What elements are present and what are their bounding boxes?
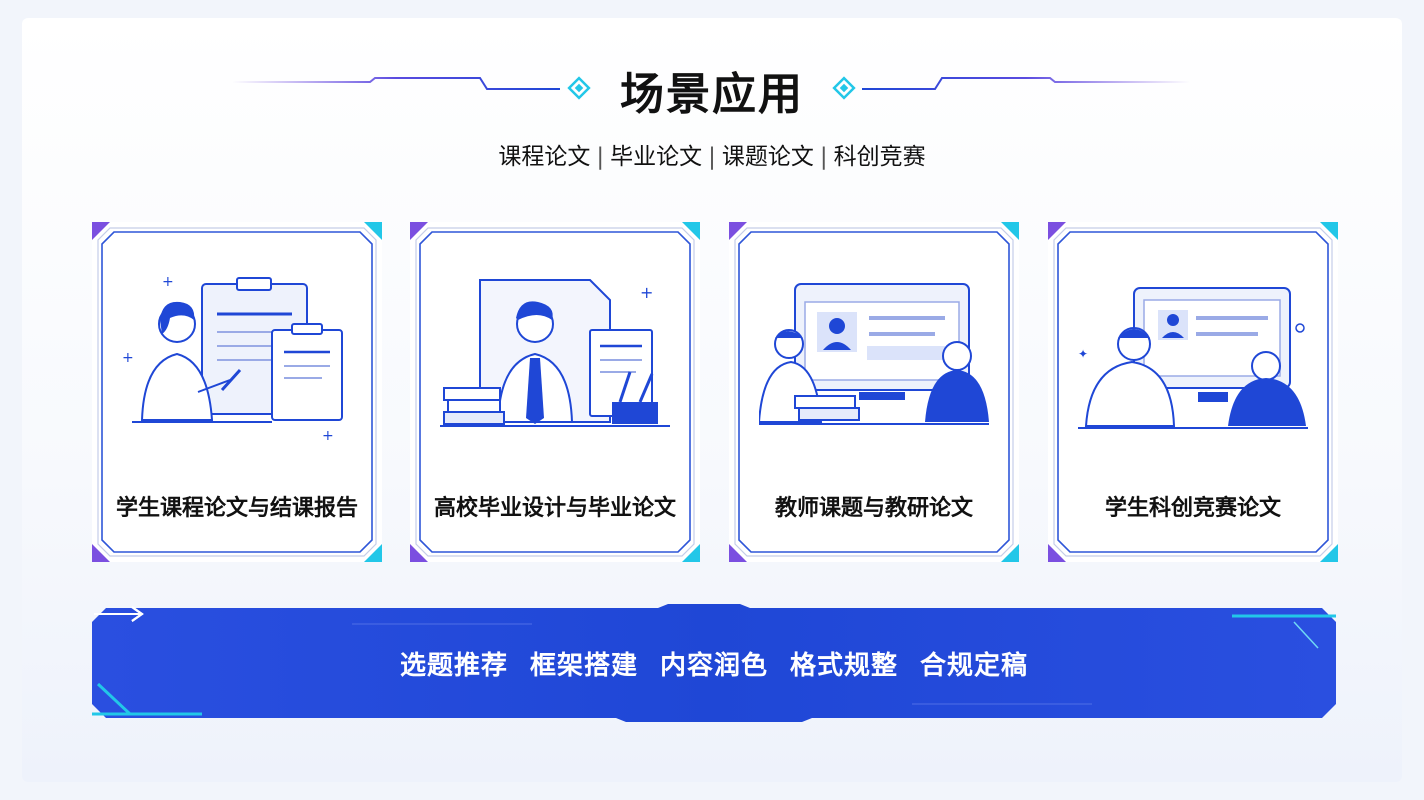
step-framework-building: 框架搭建 — [529, 650, 638, 681]
process-steps: 选题推荐 框架搭建 内容润色 格式规整 合规定稿 — [92, 604, 1336, 722]
student-writing-illustration: + + + — [122, 274, 343, 444]
graduate-document-illustration: + — [440, 279, 670, 427]
subtitle-categories: 课程论文|毕业论文|课题论文|科创竞赛 — [0, 137, 1424, 171]
svg-text:✦: ✦ — [1078, 347, 1088, 361]
scenario-card-competition-paper[interactable]: ✦ 学生科创竞赛论文 — [1048, 222, 1338, 562]
long-arrow-right-icon — [94, 606, 144, 622]
subtitle-separator: | — [819, 144, 828, 170]
subtitle-item-graduation: 毕业论文 — [610, 144, 703, 170]
subtitle-item-project: 课题论文 — [721, 144, 814, 170]
svg-text:+: + — [122, 350, 134, 366]
scenario-card-course-paper[interactable]: + + + 学生课程论文与结课报告 — [92, 222, 382, 562]
card-label: 教师课题与教研论文 — [774, 496, 973, 521]
svg-text:+: + — [322, 428, 334, 444]
subtitle-separator: | — [596, 144, 605, 170]
page-title: 场景应用 — [620, 69, 804, 120]
step-topic-recommendation: 选题推荐 — [399, 650, 508, 681]
card-label: 学生课程论文与结课报告 — [115, 496, 358, 521]
band-background — [92, 604, 1336, 722]
scenario-card-teacher-research[interactable]: 教师课题与教研论文 — [729, 222, 1019, 562]
subtitle-item-course: 课程论文 — [498, 144, 591, 170]
card-label: 高校毕业设计与毕业论文 — [433, 496, 676, 521]
student-competition-illustration: ✦ — [1078, 287, 1308, 429]
teacher-meeting-illustration — [759, 283, 989, 425]
process-flow-band: 选题推荐 框架搭建 内容润色 格式规整 合规定稿 — [92, 604, 1336, 722]
svg-text:+: + — [640, 283, 653, 302]
step-content-polishing: 内容润色 — [659, 650, 768, 681]
subtitle-separator: | — [708, 144, 716, 170]
subtitle-item-competition: 科创竞赛 — [833, 144, 926, 170]
scenario-card-graduation-thesis[interactable]: + 高校毕业设计与毕业论文 — [410, 222, 700, 562]
card-label: 学生科创竞赛论文 — [1104, 496, 1281, 521]
svg-text:+: + — [162, 274, 174, 290]
step-compliance-finalizing: 合规定稿 — [920, 650, 1029, 681]
step-format-standardizing: 格式规整 — [790, 650, 899, 681]
